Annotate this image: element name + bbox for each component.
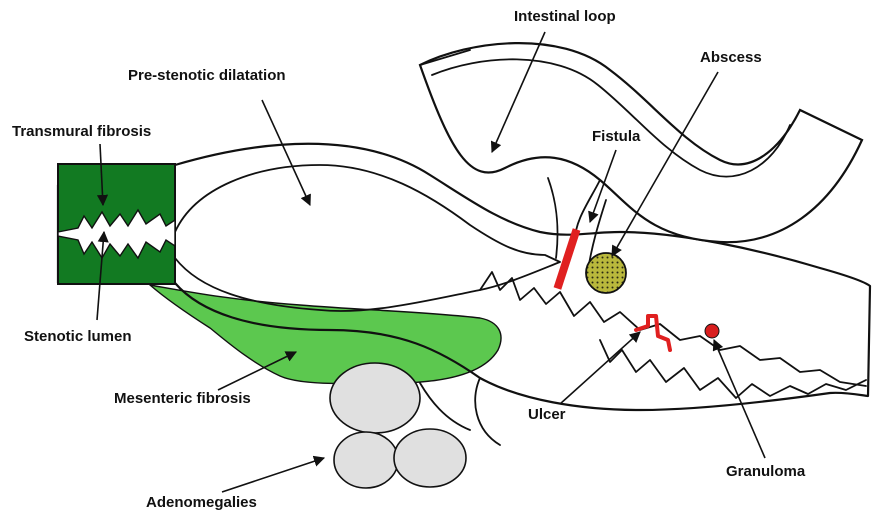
label-mesenteric-fibrosis: Mesenteric fibrosis xyxy=(114,390,251,407)
arrow-ulcer xyxy=(560,332,640,404)
label-fistula: Fistula xyxy=(592,128,641,145)
ulcer-squiggle xyxy=(636,316,670,350)
label-adenomegalies: Adenomegalies xyxy=(146,494,257,511)
ulcerated-mucosa xyxy=(480,272,866,386)
label-intestinal-loop: Intestinal loop xyxy=(514,8,616,25)
label-granuloma: Granuloma xyxy=(726,463,806,480)
intestine-inner-wall xyxy=(175,165,560,311)
granuloma-dot xyxy=(705,324,719,338)
lymph-node-large xyxy=(330,363,420,433)
arrow-adenomegalies xyxy=(222,458,324,492)
label-transmural-fibrosis: Transmural fibrosis xyxy=(12,123,151,140)
label-abscess: Abscess xyxy=(700,49,762,66)
label-pre-stenotic-dilatation: Pre-stenotic dilatation xyxy=(128,67,286,84)
mucosa-teeth xyxy=(600,340,866,398)
arrow-pre-stenotic xyxy=(262,100,310,205)
label-stenotic-lumen: Stenotic lumen xyxy=(24,328,132,345)
label-ulcer: Ulcer xyxy=(528,406,566,423)
abscess-circle xyxy=(586,253,626,293)
intestinal-loop xyxy=(420,43,862,242)
lymph-node-left xyxy=(334,432,398,488)
mesenteric-fibrosis-region xyxy=(150,285,501,384)
lymph-node-right xyxy=(394,429,466,487)
